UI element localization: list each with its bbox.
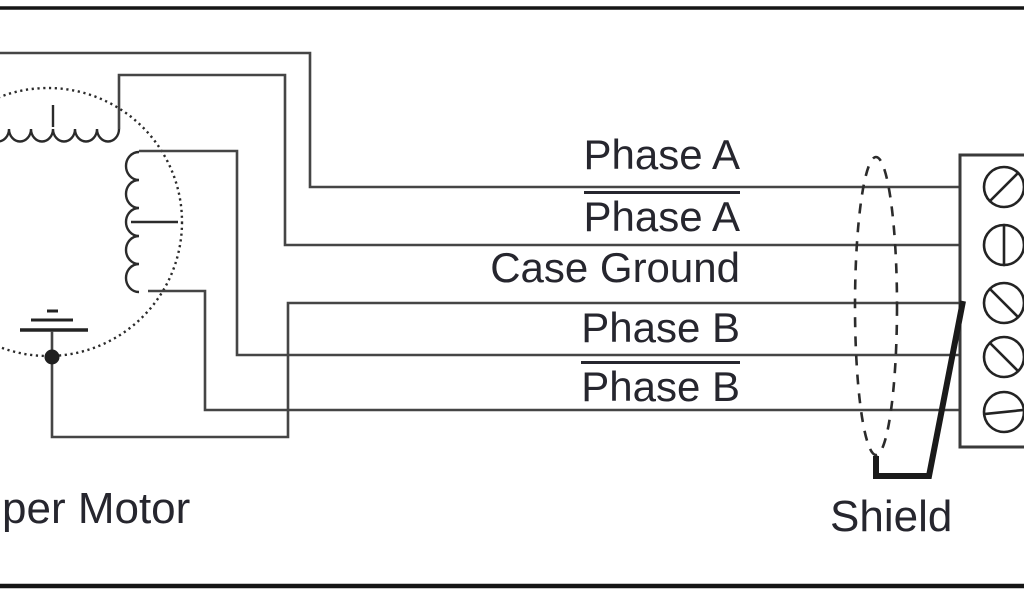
wire-label-case-ground: Case Ground (490, 244, 740, 291)
ground-symbol (20, 309, 88, 332)
screw-terminal-2 (982, 223, 1024, 267)
wire-phase-a-bar (117, 73, 960, 247)
motor-caption: per Motor (2, 484, 191, 533)
cable-shield-ellipse (853, 155, 899, 457)
wire-label-phase-a-bar: Phase A (583, 191, 740, 240)
ground-junction-dot (44, 349, 60, 365)
screw-slot-line (988, 171, 1020, 203)
wire-label-phase-b: Phase B (581, 304, 740, 351)
overline-text: Phase A (583, 191, 740, 240)
shield-caption: Shield (830, 492, 953, 541)
screw-terminal-1 (982, 165, 1024, 209)
shield-pointer-line (873, 300, 966, 479)
screw-terminal-4 (982, 335, 1024, 379)
wire-case-ground (50, 301, 960, 439)
terminal-screws-group (982, 165, 1024, 434)
screw-terminal-5 (982, 390, 1024, 434)
phase-b-winding-coil (124, 150, 140, 294)
wire-phase-b (139, 149, 960, 357)
screw-slot-line (982, 408, 1024, 416)
wire-phase-b-bar (148, 289, 960, 412)
screw-terminal-3 (982, 281, 1024, 325)
wire-label-phase-a: Phase A (583, 131, 740, 178)
screw-slot-line (988, 287, 1020, 319)
phase-a-winding-coil (0, 128, 121, 143)
wire-label-phase-b-bar: Phase B (581, 361, 740, 408)
wire-phase-a (0, 51, 960, 189)
overline-text: Phase B (581, 361, 740, 410)
screw-slot-line (988, 341, 1020, 373)
